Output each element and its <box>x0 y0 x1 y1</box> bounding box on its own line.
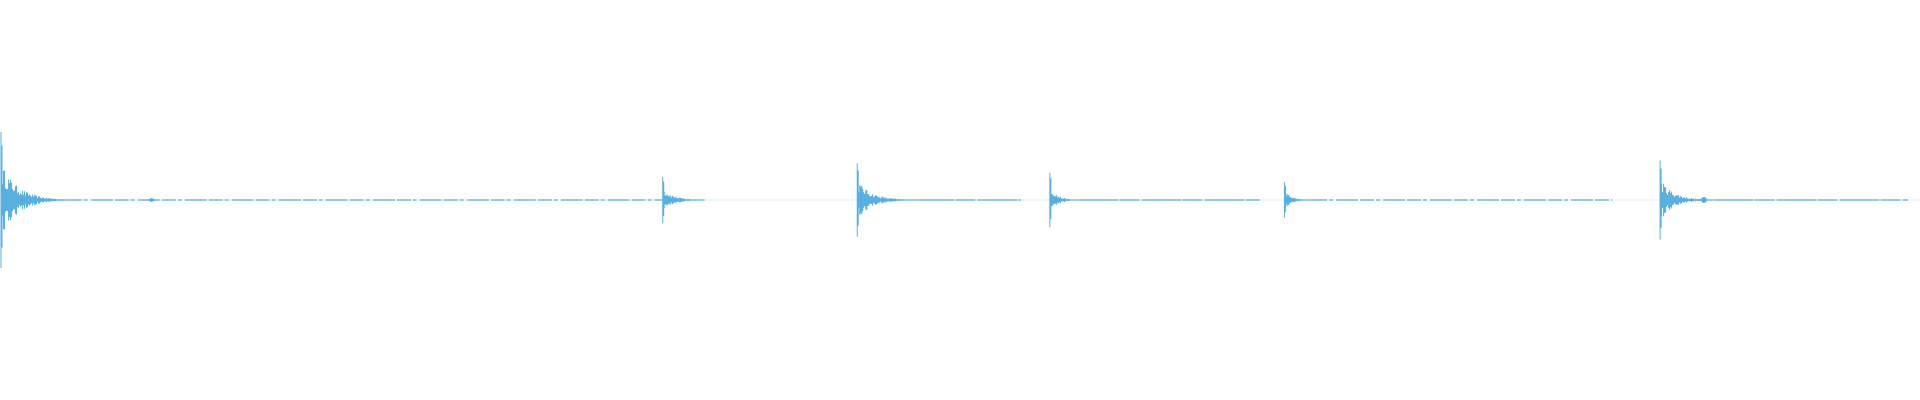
waveform-transient <box>0 132 665 268</box>
waveform-transient <box>662 176 705 224</box>
waveform-transient <box>1049 172 1260 228</box>
waveform-transient <box>1659 160 1908 240</box>
waveform-transient <box>856 163 1022 237</box>
waveform-minor-blip <box>1700 197 1708 203</box>
waveform-minor-blip <box>148 198 156 202</box>
waveform-transient <box>1283 182 1613 218</box>
